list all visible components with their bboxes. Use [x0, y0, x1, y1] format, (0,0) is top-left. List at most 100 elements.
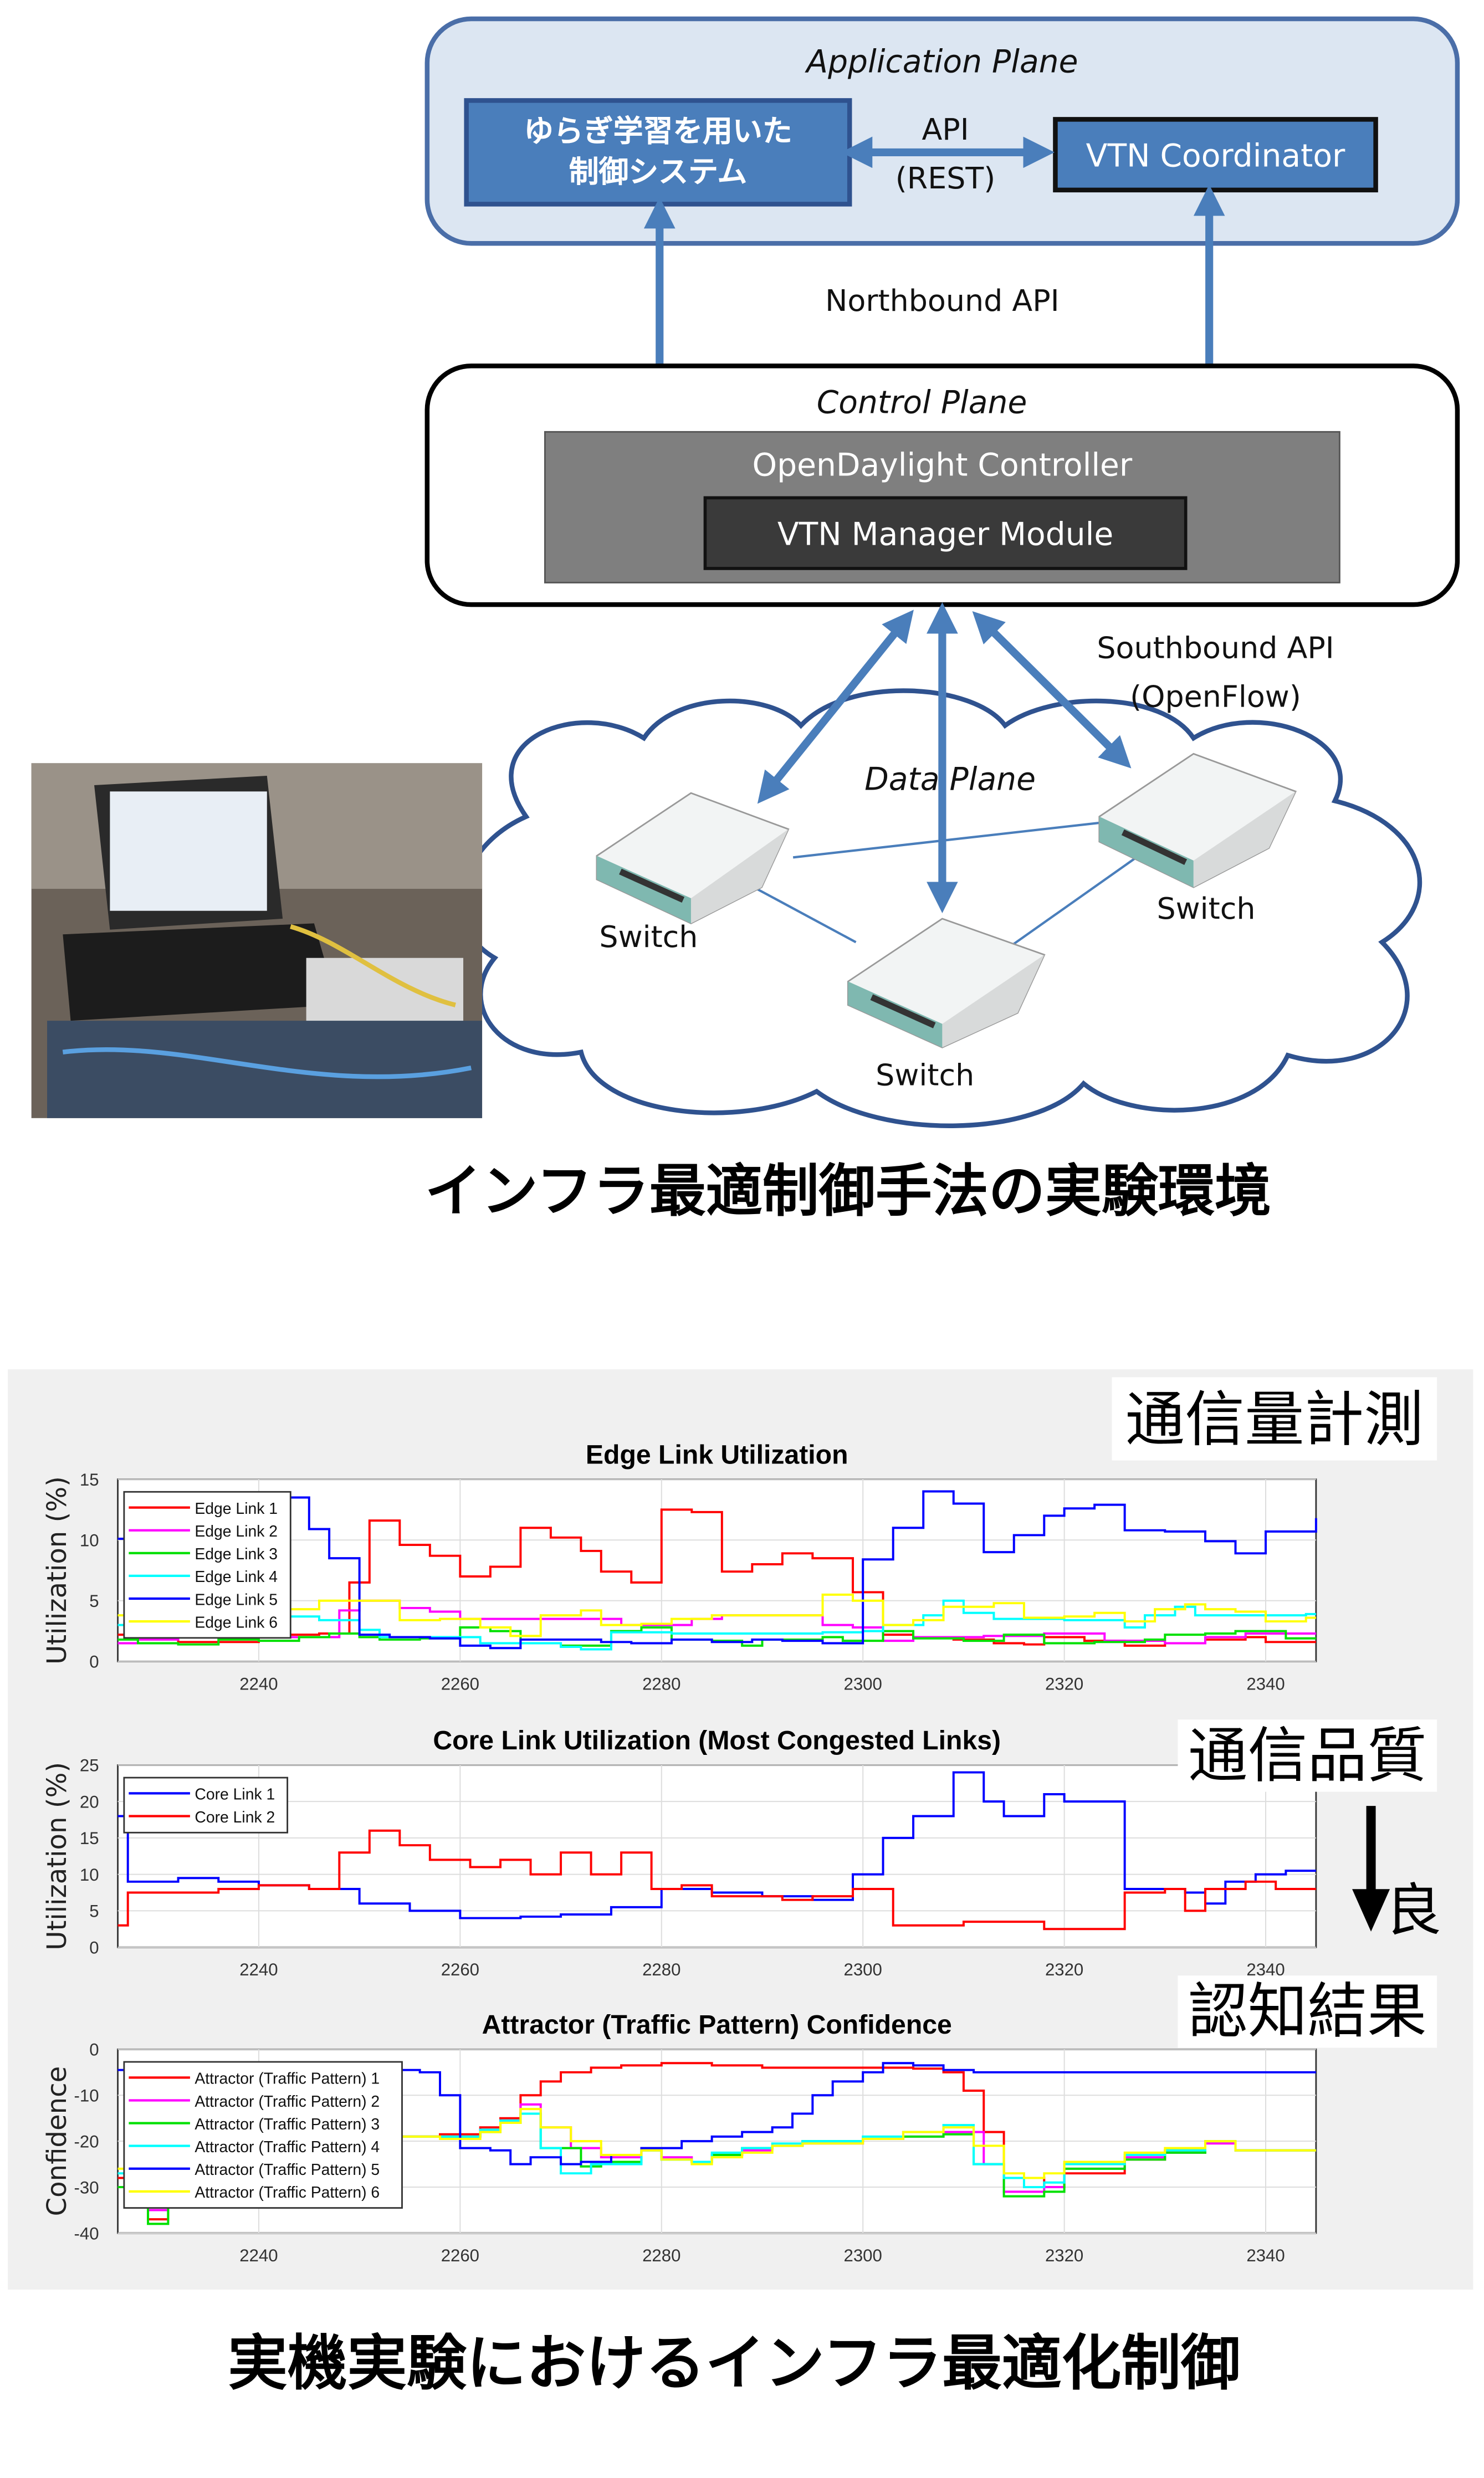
series-line-5: [117, 2062, 1316, 2165]
y-tick-label: 15: [80, 1470, 99, 1489]
chart-3: Attractor (Traffic Pattern) Confidence 22…: [42, 2010, 1317, 2265]
legend-entry: Attractor (Traffic Pattern) 2: [195, 2093, 380, 2111]
y-axis-label: Confidence: [42, 2066, 73, 2216]
yuragi-system-box: [464, 98, 852, 207]
legend-entry: Edge Link 3: [195, 1545, 278, 1563]
switch-link: [1004, 854, 1139, 951]
vtn-manager-label: VTN Manager Module: [777, 514, 1114, 552]
data-plane-label: Data Plane: [864, 760, 1036, 798]
switch-label: Switch: [876, 1058, 975, 1093]
good-label: 良: [1385, 1880, 1442, 1944]
legend-entry: Core Link 1: [195, 1786, 275, 1804]
legend-entry: Attractor (Traffic Pattern) 3: [195, 2116, 380, 2133]
legend-entry: Edge Link 6: [195, 1614, 278, 1631]
southbound-arrow-right: [972, 611, 1132, 769]
y-tick-label: 20: [80, 1793, 99, 1812]
y-tick-label: -30: [74, 2178, 99, 2197]
vtn-manager-box: [703, 496, 1188, 570]
plot-area: [117, 1764, 1317, 1948]
switch-icon: [1098, 752, 1297, 888]
x-tick-label: 2240: [239, 2246, 278, 2265]
northbound-api-label: Northbound API: [825, 284, 1060, 319]
switch-label: Switch: [599, 920, 698, 955]
series-line-6: [117, 2108, 1316, 2202]
y-tick-label: -10: [74, 2086, 99, 2106]
legend-entry: Attractor (Traffic Pattern) 5: [195, 2161, 380, 2179]
x-tick-label: 2260: [441, 2246, 479, 2265]
legend-entry: Attractor (Traffic Pattern) 1: [195, 2070, 380, 2088]
y-tick-label: 10: [80, 1531, 99, 1550]
series-line-1: [117, 2062, 1316, 2221]
plot-area: [117, 1478, 1317, 1662]
legend-entry: Edge Link 1: [195, 1500, 278, 1518]
openflow-label: (OpenFlow): [1130, 680, 1301, 715]
control-plane-label: Control Plane: [816, 383, 1027, 421]
southbound-api-label: Southbound API: [1097, 631, 1334, 666]
y-tick-label: 10: [80, 1865, 99, 1885]
y-tick-label: -40: [74, 2224, 99, 2243]
legend-box: [123, 2061, 403, 2209]
architecture-diagram: [31, 16, 1460, 1128]
switch-label: Switch: [1157, 892, 1256, 927]
series-line-5: [117, 1490, 1317, 1650]
legend-box: [123, 1491, 291, 1639]
legend-entry: Edge Link 4: [195, 1568, 278, 1586]
legend-entry: Edge Link 5: [195, 1591, 278, 1609]
series-line-6: [117, 1593, 1316, 1637]
chart-title: Attractor (Traffic Pattern) Confidence: [482, 2010, 952, 2040]
southbound-arrow-left: [757, 610, 914, 804]
yuragi-system-line1: ゆらぎ学習を用いた: [524, 114, 792, 150]
x-tick-label: 2320: [1045, 2246, 1083, 2265]
series-line-1: [117, 1508, 1316, 1647]
y-axis-label: Utilization (%): [42, 1476, 73, 1665]
y-tick-label: 15: [80, 1829, 99, 1848]
rest-label: (REST): [895, 161, 996, 197]
legend-box: [123, 1776, 289, 1834]
api-label: API: [922, 113, 969, 148]
chart-title: Edge Link Utilization: [586, 1440, 848, 1470]
x-tick-label: 2280: [642, 1674, 680, 1693]
legend-entry: Core Link 2: [195, 1809, 275, 1826]
y-tick-label: 0: [89, 1938, 99, 1957]
x-tick-label: 2320: [1045, 1674, 1083, 1693]
x-tick-label: 2340: [1246, 2246, 1285, 2265]
x-tick-label: 2260: [441, 1674, 479, 1693]
yuragi-system-line2: 制御システム: [569, 155, 748, 190]
chart-1: Edge Link Utilization 2240 2260 2280 2300 232…: [42, 1440, 1317, 1693]
x-tick-label: 2300: [844, 2246, 882, 2265]
testbed-photo: [31, 763, 483, 1118]
switch-link: [753, 886, 857, 944]
legend-entry: Edge Link 2: [195, 1523, 278, 1540]
y-tick-label: -20: [74, 2132, 99, 2151]
traffic-measurement-label: 通信量計測: [1112, 1377, 1437, 1461]
x-tick-label: 2300: [844, 1960, 882, 1979]
bottom-caption: 実機実験におけるインフラ最適化制御: [228, 2328, 1241, 2398]
y-tick-label: 0: [89, 1652, 99, 1672]
chart-title: Core Link Utilization (Most Congested Li…: [433, 1726, 1001, 1755]
diagram-caption: インフラ最適制御手法の実験環境: [424, 1160, 1271, 1225]
x-tick-label: 2280: [642, 2246, 680, 2265]
vtn-coordinator-box: [1053, 117, 1378, 193]
y-tick-label: 25: [80, 1756, 99, 1775]
series-line-2: [117, 1829, 1316, 1931]
cognition-result-label: 認知結果: [1178, 1975, 1437, 2048]
y-axis-label: Utilization (%): [42, 1762, 73, 1950]
x-tick-label: 2300: [844, 1674, 882, 1693]
application-plane-label: Application Plane: [806, 42, 1078, 80]
y-tick-label: 5: [89, 1902, 99, 1921]
y-tick-label: 5: [89, 1591, 99, 1611]
x-tick-label: 2340: [1246, 1674, 1285, 1693]
x-tick-label: 2240: [239, 1674, 278, 1693]
communication-quality-label: 通信品質: [1178, 1719, 1437, 1792]
opendaylight-label: OpenDaylight Controller: [752, 446, 1133, 484]
yuragi-system-label: ゆらぎ学習を用いた 制御システム: [467, 100, 850, 204]
x-tick-label: 2260: [441, 1960, 479, 1979]
legend-entry: Attractor (Traffic Pattern) 4: [195, 2138, 380, 2156]
switch-icon: [847, 918, 1046, 1048]
chart-2: Core Link Utilization (Most Congested Li…: [42, 1726, 1317, 1979]
legend-entry: Attractor (Traffic Pattern) 6: [195, 2184, 380, 2201]
vtn-coordinator-label: VTN Coordinator: [1086, 136, 1345, 174]
x-tick-label: 2320: [1045, 1960, 1083, 1979]
